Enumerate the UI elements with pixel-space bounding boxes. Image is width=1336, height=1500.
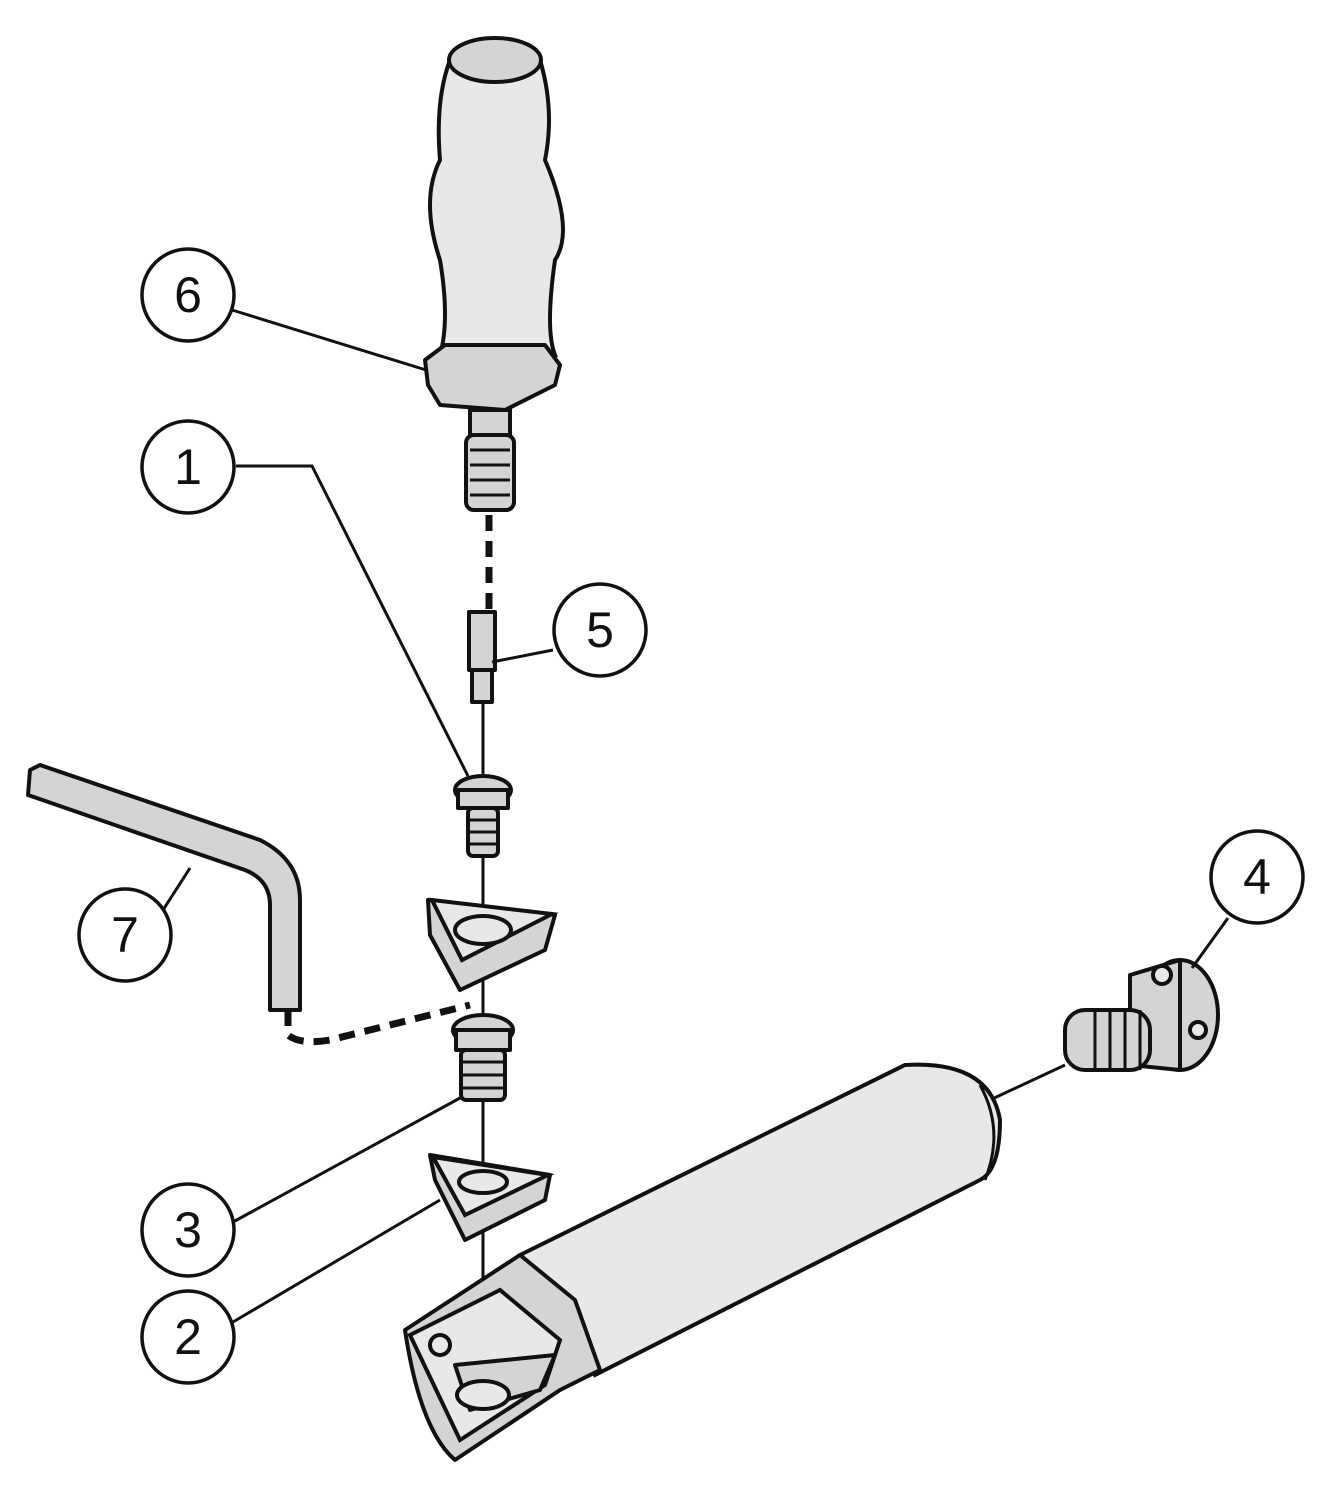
leader-5	[491, 648, 554, 664]
callout-7: 7	[77, 887, 173, 983]
leader-7	[161, 867, 192, 911]
svg-text:2: 2	[174, 1309, 202, 1365]
cutting-insert	[426, 897, 559, 992]
plug-axis-line	[989, 1063, 1066, 1102]
svg-text:6: 6	[174, 267, 202, 323]
callout-5: 5	[552, 582, 648, 678]
hex-key	[26, 763, 302, 1012]
shim	[428, 1153, 555, 1242]
leader-4	[1190, 917, 1230, 969]
callout-4: 4	[1209, 829, 1305, 925]
insert-screw	[453, 774, 513, 858]
boring-bar	[403, 1062, 1003, 1462]
callout-2: 2	[140, 1289, 236, 1385]
callout-3: 3	[140, 1182, 236, 1278]
svg-text:3: 3	[174, 1202, 202, 1258]
svg-text:7: 7	[111, 907, 139, 963]
screwdriver-handle	[423, 36, 565, 512]
svg-text:4: 4	[1243, 849, 1271, 905]
leader-3	[232, 1096, 461, 1224]
hex-key-connection-dash	[284, 1001, 471, 1046]
screwdriver-bit	[467, 610, 497, 704]
leader-1	[236, 464, 470, 777]
svg-text:1: 1	[174, 439, 202, 495]
leader-6	[231, 308, 427, 372]
callout-1: 1	[140, 419, 236, 515]
coolant-plug-screw	[1063, 958, 1220, 1072]
callout-6: 6	[140, 247, 236, 343]
leader-2	[232, 1198, 441, 1324]
svg-text:5: 5	[586, 602, 614, 658]
shim-screw	[451, 1013, 515, 1102]
